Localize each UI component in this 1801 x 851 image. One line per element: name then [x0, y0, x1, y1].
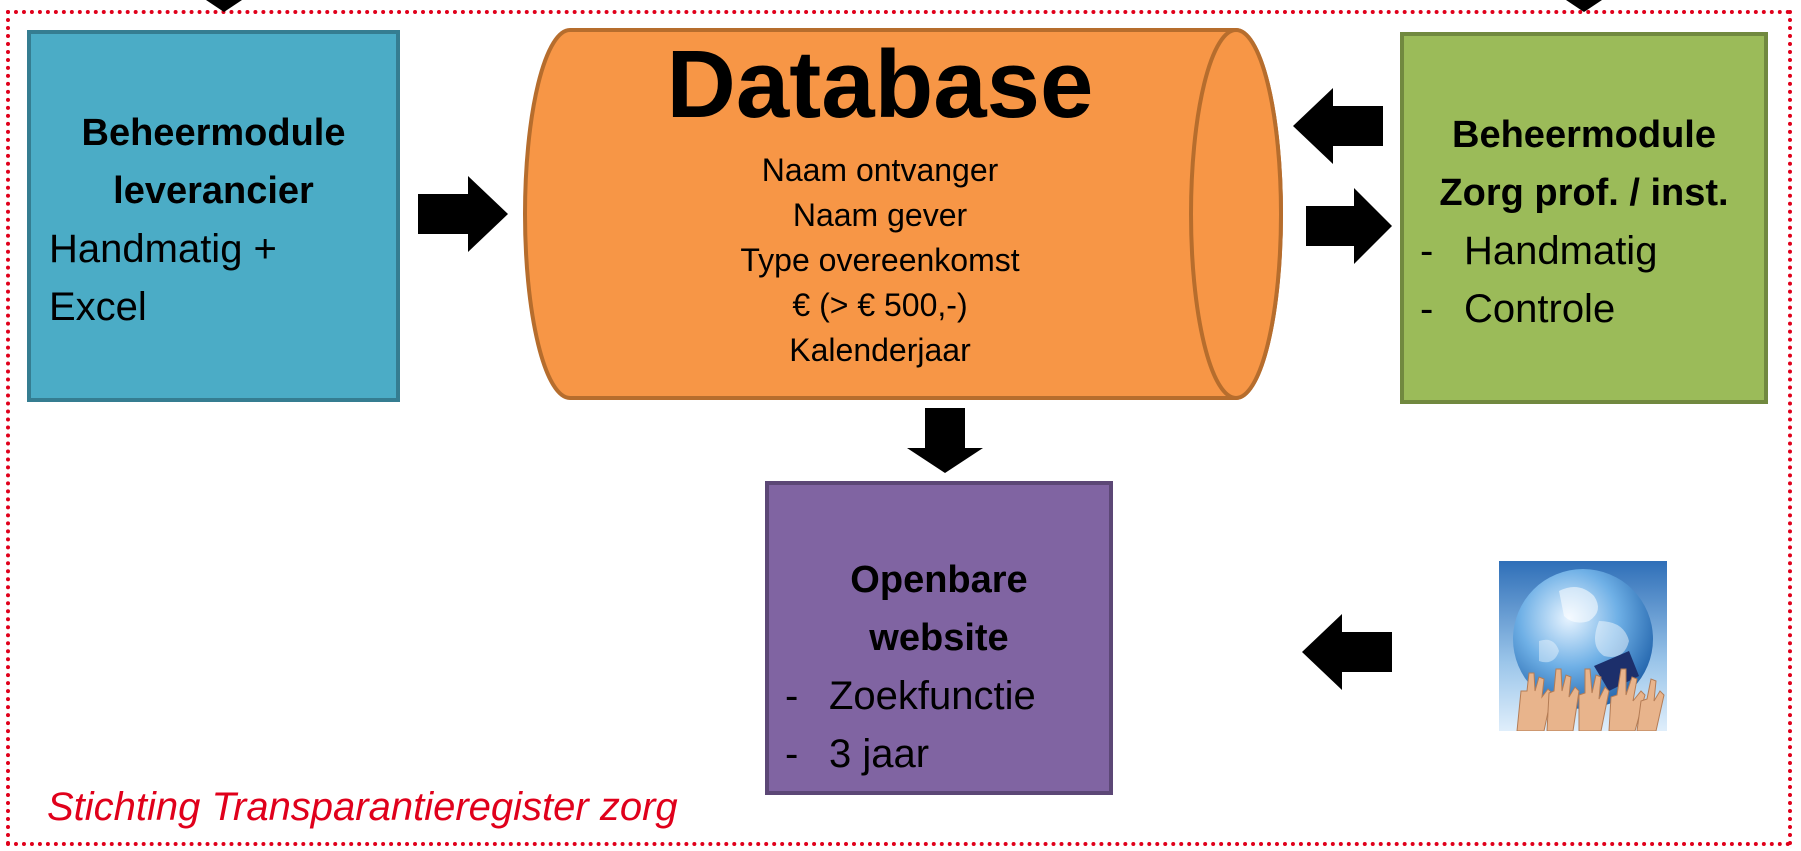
care-professional-module-box: Beheermodule Zorg prof. / inst. - Handma…	[1400, 32, 1768, 404]
arrow-down-icon	[907, 408, 983, 473]
supplier-module-title-1: Beheermodule	[81, 112, 346, 154]
database-cylinder	[523, 28, 1283, 400]
arrow-down-icon	[1566, 0, 1602, 12]
supplier-module-box: Beheermodule leverancier Handmatig + Exc…	[27, 30, 400, 402]
care-module-item: - Handmatig	[1420, 229, 1658, 273]
arrow-right-icon	[418, 176, 508, 252]
care-module-item: - Controle	[1420, 287, 1616, 331]
public-website-item: - 3 jaar	[785, 732, 930, 776]
supplier-module-text-2: Excel	[49, 285, 147, 329]
arrow-right-icon	[1306, 188, 1392, 264]
database-field-giver: Naam gever	[792, 197, 968, 233]
arrow-left-icon	[1293, 88, 1383, 164]
public-website-title-2: website	[869, 617, 1009, 659]
supplier-module-title-2: leverancier	[113, 170, 314, 212]
globe-hands-image	[1499, 561, 1667, 731]
arrow-left-icon	[1302, 614, 1392, 690]
public-website-item: - Zoekfunctie	[785, 674, 1036, 718]
public-website-title-1: Openbare	[850, 559, 1028, 601]
database-field-calendar-year: Kalenderjaar	[789, 332, 971, 368]
dotted-border-frame	[6, 10, 1792, 846]
database-field-amount: € (> € 500,-)	[792, 287, 968, 323]
database-field-recipient: Naam ontvanger	[761, 152, 999, 188]
public-website-box: Openbare website - Zoekfunctie - 3 jaar	[765, 481, 1113, 795]
database-field-agreement-type: Type overeenkomst	[740, 242, 1020, 278]
arrow-down-icon	[206, 0, 242, 12]
care-module-title-2: Zorg prof. / inst.	[1439, 172, 1729, 214]
database-title: Database	[666, 31, 1094, 138]
care-module-title-1: Beheermodule	[1452, 114, 1716, 156]
database-fields: Naam ontvanger Naam gever Type overeenko…	[620, 148, 1140, 373]
footer-organization: Stichting Transparantieregister zorg	[47, 785, 678, 829]
supplier-module-text-1: Handmatig +	[49, 227, 277, 271]
